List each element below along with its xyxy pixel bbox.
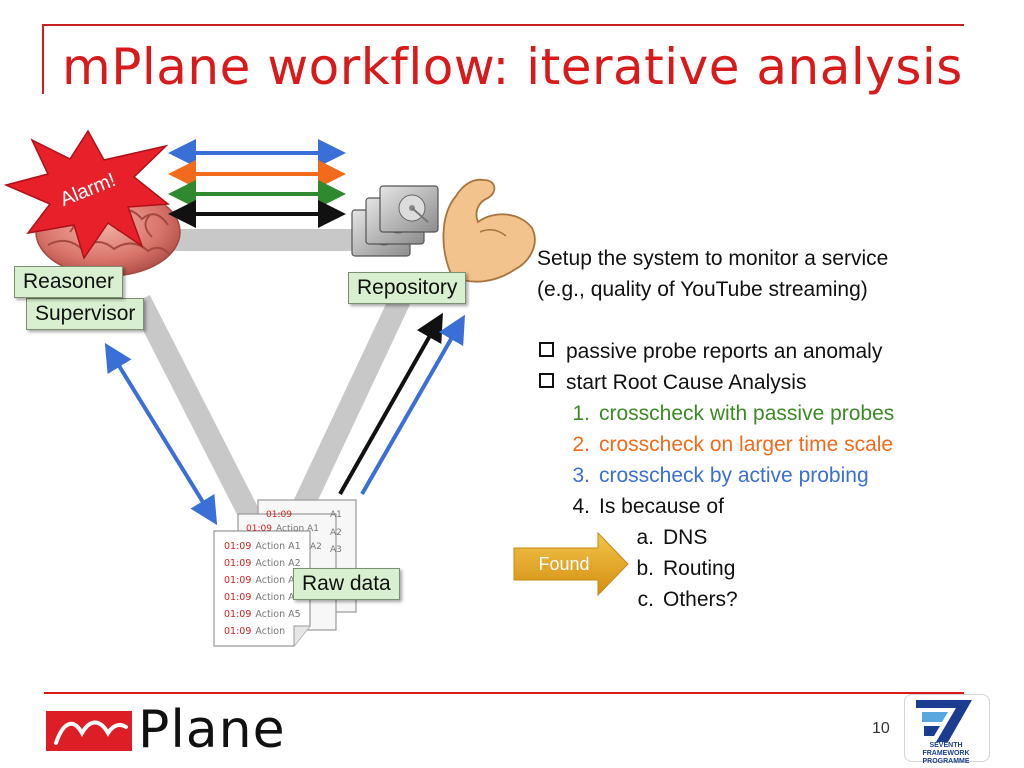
slide-title: mPlane workflow: iterative analysis (62, 38, 963, 96)
fp7-caption-line2: PROGRAMME (922, 758, 970, 765)
top-arrows (168, 139, 346, 228)
arrow-supervisor-rawdata (104, 342, 218, 526)
svg-text:A3: A3 (330, 545, 342, 555)
mplane-logo-text: Plane (138, 700, 286, 760)
fp7-caption: SEVENTH FRAMEWORK PROGRAMME (907, 742, 985, 766)
cause-item: c.Others? (637, 588, 738, 611)
bullet-item: passive probe reports an anomaly (537, 336, 1007, 367)
svg-text:A2: A2 (310, 542, 322, 552)
hard-disk-icon (351, 185, 439, 257)
title-frame-left (42, 24, 44, 94)
mplane-logo-icon (46, 711, 132, 751)
repository-label: Repository (348, 272, 467, 304)
bullet-item: start Root Cause Analysis (537, 367, 1007, 398)
cause-item: b.Routing (636, 557, 736, 580)
raw-data-label: Raw data (293, 568, 400, 600)
footer-divider (44, 692, 964, 694)
fp7-caption-line1: SEVENTH FRAMEWORK (922, 742, 970, 757)
checkbox-bullet-icon (539, 342, 554, 357)
arrow-rawdata-repository-blue (360, 314, 465, 495)
arrow-rawdata-repository-black (338, 312, 443, 495)
svg-text:A2: A2 (330, 528, 342, 538)
alarm-burst-icon: Alarm! (3, 129, 170, 260)
workflow-description: Setup the system to monitor a service (e… (537, 243, 1007, 615)
supervisor-label: Supervisor (26, 298, 145, 330)
intro-line-2: (e.g., quality of YouTube streaming) (537, 278, 868, 301)
step-item: 1.crosscheck with passive probes (572, 402, 895, 425)
page-number: 10 (872, 720, 890, 737)
log-mid-time: 01:09 (246, 524, 272, 534)
cause-item: a.DNS (636, 526, 708, 549)
intro-line-1: Setup the system to monitor a service (537, 247, 889, 270)
flexed-arm-icon (442, 178, 536, 283)
found-label: Found (538, 554, 590, 574)
title-frame-top (42, 24, 964, 26)
step-item: 2.crosscheck on larger time scale (572, 433, 894, 456)
step-item: 3.crosscheck by active probing (572, 464, 869, 487)
log-mid-action: Action A1 (276, 524, 319, 534)
step-item: 4.Is because of (572, 495, 724, 518)
log-back-time: 01:09 (266, 510, 292, 520)
found-arrow-shape (513, 531, 629, 597)
checkbox-bullet-icon (539, 373, 554, 388)
reasoner-label: Reasoner (14, 266, 124, 298)
svg-text:A1: A1 (330, 510, 342, 520)
